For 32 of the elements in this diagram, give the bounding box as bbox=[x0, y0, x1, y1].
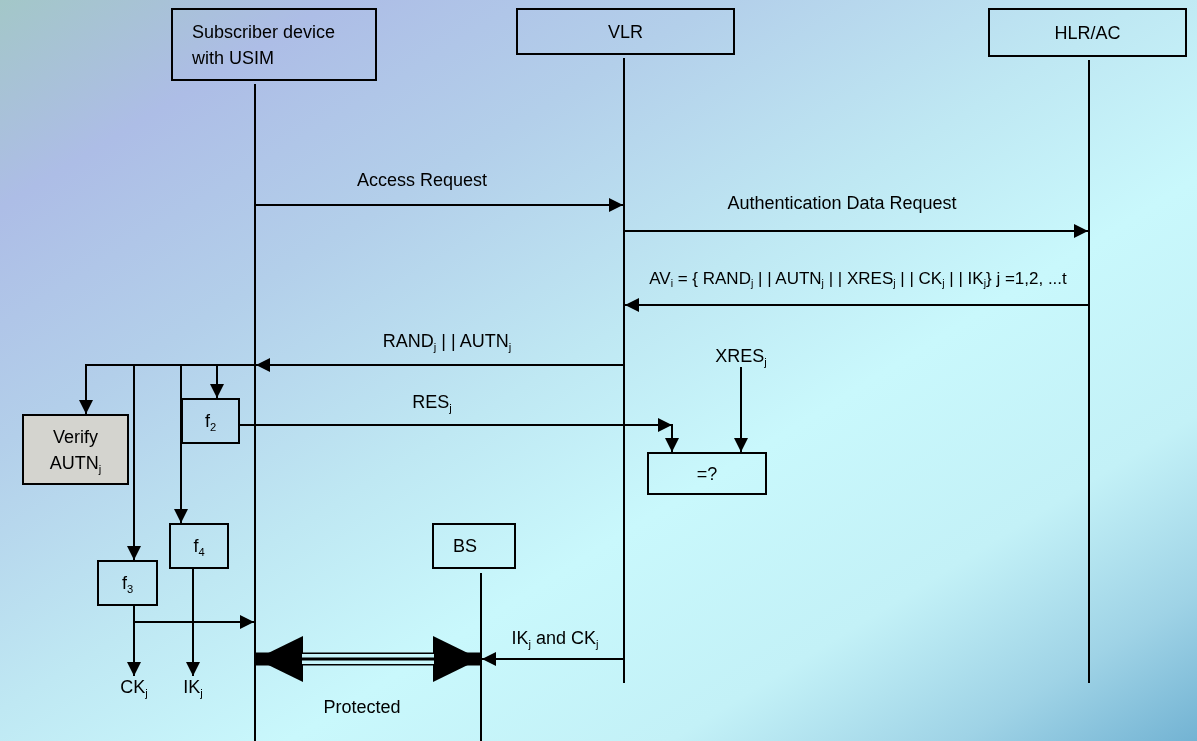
edge-label: IK$_{j}$ and CK$_{j}$ bbox=[511, 627, 599, 649]
edge-label: Authentication Data Request bbox=[727, 192, 957, 214]
signal-label: XRES$_{j}$ bbox=[715, 345, 767, 367]
participant-box: HLR/AC bbox=[988, 8, 1187, 57]
arrow bbox=[255, 198, 624, 212]
comparison-box: =? bbox=[647, 452, 767, 495]
participant-box: Subscriber device with USIM bbox=[171, 8, 377, 81]
process-box: Verify AUTN$_{j}$ bbox=[22, 414, 129, 485]
lifeline bbox=[1088, 60, 1090, 683]
lifeline bbox=[480, 573, 482, 741]
arrow bbox=[133, 605, 255, 629]
edge-label: Access Request bbox=[356, 169, 488, 191]
arrow bbox=[186, 568, 200, 677]
edge-label: Protected bbox=[323, 696, 401, 718]
signal-label: CK$_{j}$ bbox=[120, 676, 148, 698]
arrow bbox=[624, 298, 1089, 312]
participant-box: BS bbox=[432, 523, 516, 569]
function-box: f$_{2}$ bbox=[181, 398, 240, 444]
edge-label: RAND$_{j}$ | | AUTN$_{j}$ bbox=[382, 330, 512, 352]
edge-label: RES$_{j}$ bbox=[412, 391, 452, 413]
arrow bbox=[624, 224, 1089, 238]
function-box: f$_{3}$ bbox=[97, 560, 158, 606]
double-arrow bbox=[256, 636, 480, 682]
participant-box: VLR bbox=[516, 8, 735, 55]
signal-label: IK$_{j}$ bbox=[183, 676, 203, 698]
arrow bbox=[481, 652, 624, 666]
arrow bbox=[239, 418, 679, 453]
lifeline bbox=[623, 58, 625, 683]
lifeline bbox=[254, 84, 256, 741]
function-box: f$_{4}$ bbox=[169, 523, 229, 569]
edge-label: AV$_{i}$ = { RAND$_{j}$ | | AUTN$_{j}$ | | XRES$_{j}$ | | CK$_{j}$ | | IK$_{j}$} j =1,2, ...t bbox=[649, 268, 1067, 290]
arrow bbox=[734, 366, 748, 453]
